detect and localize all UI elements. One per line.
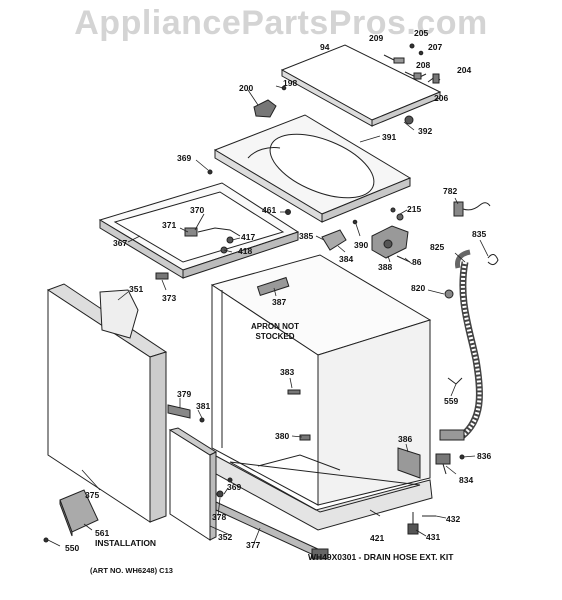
part-label-391: 391 bbox=[382, 132, 397, 142]
apron-note-line2: STOCKED bbox=[255, 332, 295, 341]
part-label-836: 836 bbox=[477, 451, 492, 461]
part-label-431: 431 bbox=[426, 532, 441, 542]
part-label-208: 208 bbox=[416, 60, 431, 70]
part-label-209: 209 bbox=[369, 33, 384, 43]
part-label-417: 417 bbox=[241, 232, 256, 242]
lid-handle-200 bbox=[253, 85, 287, 118]
part-label-550: 550 bbox=[65, 543, 80, 553]
part-label-782: 782 bbox=[443, 186, 458, 196]
part-label-206: 206 bbox=[434, 93, 449, 103]
part-label-834: 834 bbox=[459, 475, 474, 485]
part-label-388: 388 bbox=[378, 262, 393, 272]
part-label-559: 559 bbox=[444, 396, 459, 406]
part-label-207: 207 bbox=[428, 42, 443, 52]
part-label-351: 351 bbox=[129, 284, 144, 294]
part-label-384: 384 bbox=[339, 254, 354, 264]
panel-351 bbox=[99, 289, 139, 339]
apron-note: APRON NOT STOCKED bbox=[236, 322, 314, 342]
leader-lines bbox=[47, 85, 489, 547]
lid-part-94 bbox=[280, 44, 442, 127]
part-label-385: 385 bbox=[299, 231, 314, 241]
lid-switch-parts bbox=[383, 43, 441, 125]
part-label-200: 200 bbox=[239, 83, 254, 93]
part-label-386: 386 bbox=[398, 434, 413, 444]
cabinet-body bbox=[210, 254, 432, 506]
part-label-561: 561 bbox=[95, 528, 110, 538]
installation-booklet-561 bbox=[43, 489, 99, 543]
installation-caption: INSTALLATION bbox=[95, 538, 157, 548]
part-label-379: 379 bbox=[177, 389, 192, 399]
part-label-371: 371 bbox=[162, 220, 177, 230]
part-label-392: 392 bbox=[418, 126, 433, 136]
part-label-352: 352 bbox=[218, 532, 233, 542]
watermark: AppliancePartsPros.com bbox=[74, 4, 488, 42]
part-label-825: 825 bbox=[430, 242, 445, 252]
part-label-369-top: 369 bbox=[177, 153, 192, 163]
part-label-198: 198 bbox=[283, 78, 298, 88]
part-label-380: 380 bbox=[275, 431, 290, 441]
apron-note-line1: APRON NOT bbox=[251, 322, 299, 331]
part-label-421: 421 bbox=[370, 533, 385, 543]
part-label-390: 390 bbox=[354, 240, 369, 250]
part-label-205: 205 bbox=[414, 28, 429, 38]
drain-kit-caption: WH49X0301 - DRAIN HOSE EXT. KIT bbox=[308, 552, 454, 562]
part-label-377: 377 bbox=[246, 540, 261, 550]
drain-hose-825 bbox=[439, 249, 499, 441]
part-label-369-bottom: 369 bbox=[227, 482, 242, 492]
top-cover-391 bbox=[213, 114, 412, 223]
part-label-381: 381 bbox=[196, 401, 211, 411]
part-label-432: 432 bbox=[446, 514, 461, 524]
base-frame-367 bbox=[98, 182, 300, 279]
leveling-parts bbox=[407, 453, 465, 535]
part-label-86: 86 bbox=[412, 257, 422, 267]
part-label-387: 387 bbox=[272, 297, 287, 307]
part-label-835: 835 bbox=[472, 229, 487, 239]
part-label-375: 375 bbox=[85, 490, 100, 500]
part-label-215: 215 bbox=[407, 204, 422, 214]
part-label-378: 378 bbox=[212, 512, 227, 522]
cord-782 bbox=[453, 201, 491, 217]
art-number-caption: (ART NO. WH6248) C13 bbox=[90, 566, 173, 575]
part-label-383: 383 bbox=[280, 367, 295, 377]
rail-377 bbox=[215, 477, 329, 560]
part-label-418: 418 bbox=[238, 246, 253, 256]
part-label-461: 461 bbox=[262, 205, 277, 215]
part-label-367: 367 bbox=[113, 238, 128, 248]
part-label-370: 370 bbox=[190, 205, 205, 215]
part-label-94: 94 bbox=[320, 42, 330, 52]
water-valve-388 bbox=[371, 207, 411, 263]
bracket-384 bbox=[321, 219, 358, 251]
part-label-204: 204 bbox=[457, 65, 472, 75]
part-label-373: 373 bbox=[162, 293, 177, 303]
kick-panel-352 bbox=[168, 427, 218, 541]
part-label-820: 820 bbox=[411, 283, 426, 293]
strip-379 bbox=[167, 404, 205, 423]
